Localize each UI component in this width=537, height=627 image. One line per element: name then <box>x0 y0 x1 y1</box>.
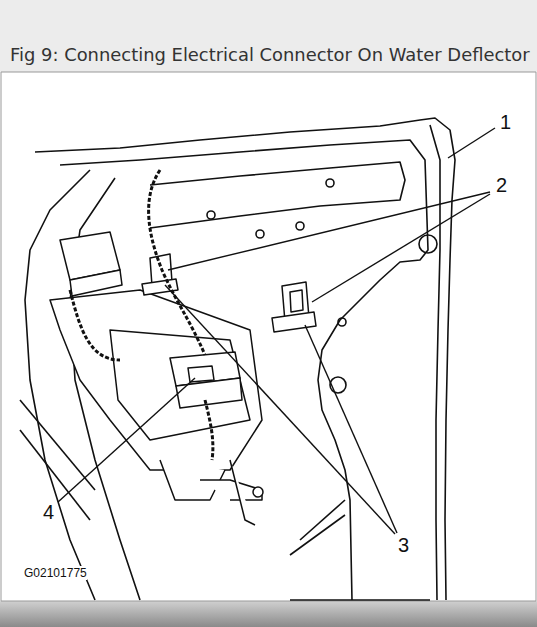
callout-number: 2 <box>495 174 508 196</box>
footer-bar <box>0 601 537 627</box>
figure-title: Fig 9: Connecting Electrical Connector O… <box>10 44 530 65</box>
callout-number: 4 <box>42 501 55 523</box>
wiring-harness <box>70 170 213 460</box>
figure-code: G02101775 <box>24 566 87 580</box>
door-panel <box>1 72 536 601</box>
callout-number: 3 <box>397 534 410 556</box>
leader-lines <box>58 128 495 534</box>
callout-number: 1 <box>499 111 512 133</box>
module-housing <box>50 232 316 525</box>
